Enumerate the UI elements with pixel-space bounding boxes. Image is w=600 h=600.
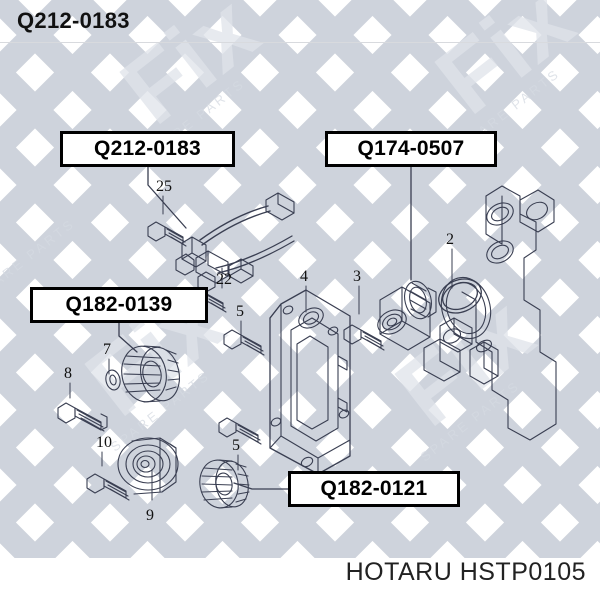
water-pump-bolt [343, 324, 385, 351]
callout-5-lower: 5 [232, 437, 240, 454]
part-label-q212-0183[interactable]: Q212-0183 [60, 131, 235, 167]
timing-belt-sprocket [57, 345, 180, 432]
callout-4: 4 [300, 268, 308, 285]
brand-part-code: HOTARU HSTP0105 [345, 558, 586, 586]
part-label-q182-0121[interactable]: Q182-0121 [288, 471, 460, 507]
tensioner-pulley [86, 437, 179, 501]
cover-bolt-upper [223, 329, 265, 356]
engine-block-outline [423, 185, 557, 441]
callout-25: 25 [156, 178, 172, 195]
crank-position-sensor-assembly [147, 192, 295, 313]
timing-cover [269, 289, 351, 475]
callout-8: 8 [64, 365, 72, 382]
water-pump [377, 280, 437, 351]
page-header: Q212-0183 [0, 0, 600, 42]
callout-22: 22 [216, 271, 232, 288]
part-label-q174-0507[interactable]: Q174-0507 [325, 131, 497, 167]
exploded-assembly-drawing [57, 166, 557, 509]
water-pump-o-ring [438, 278, 482, 314]
page-title: Q212-0183 [17, 8, 130, 33]
page-footer [0, 558, 600, 600]
chevron-pattern-watermark [0, 0, 600, 560]
callout-2: 2 [446, 231, 454, 248]
callout-7: 7 [103, 341, 111, 358]
header-divider [0, 42, 600, 43]
leader-lines [118, 166, 412, 490]
callout-3: 3 [353, 268, 361, 285]
timing-belt-idler-gear [199, 417, 262, 509]
callout-10: 10 [96, 434, 112, 451]
part-label-q182-0139[interactable]: Q182-0139 [30, 287, 208, 323]
callout-9: 9 [146, 507, 154, 524]
callout-5-upper: 5 [236, 303, 244, 320]
